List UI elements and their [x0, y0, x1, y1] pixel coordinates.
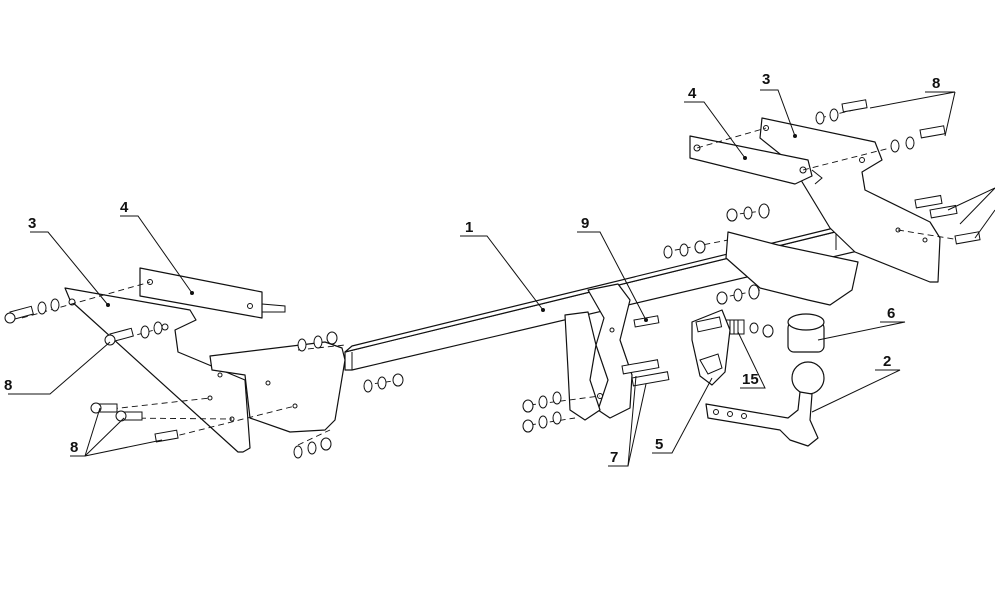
callout-labels: 1 2 3 3 4 4 5 6 7 8 8 8 9 15: [4, 71, 940, 466]
callout-3-left: 3: [28, 215, 36, 232]
callout-2: 2: [883, 353, 891, 370]
towball-neck-part: [705, 361, 825, 447]
fastener-hardware: [4, 99, 981, 459]
callout-8-left-lower: 8: [70, 439, 78, 456]
callout-8-top-right: 8: [932, 75, 940, 92]
callout-4-right: 4: [688, 85, 697, 102]
right-rear-bracket: [725, 231, 859, 306]
callout-6: 6: [887, 305, 895, 322]
callout-7: 7: [610, 449, 618, 466]
socket-plate-part: [691, 309, 731, 386]
callout-3-right: 3: [762, 71, 770, 88]
callout-9: 9: [581, 215, 589, 232]
callout-4-left: 4: [120, 199, 129, 216]
right-spacer-plate: [689, 135, 823, 185]
centre-bracket: [564, 283, 633, 421]
left-spacer-plate: [139, 267, 286, 319]
callout-5: 5: [655, 436, 663, 453]
callout-8-left-upper: 8: [4, 377, 12, 394]
towball-cap-part: [787, 313, 825, 353]
callout-leaders: [8, 89, 995, 467]
callout-15: 15: [742, 371, 759, 388]
callout-1: 1: [465, 219, 473, 236]
left-side-bracket: [64, 287, 346, 453]
